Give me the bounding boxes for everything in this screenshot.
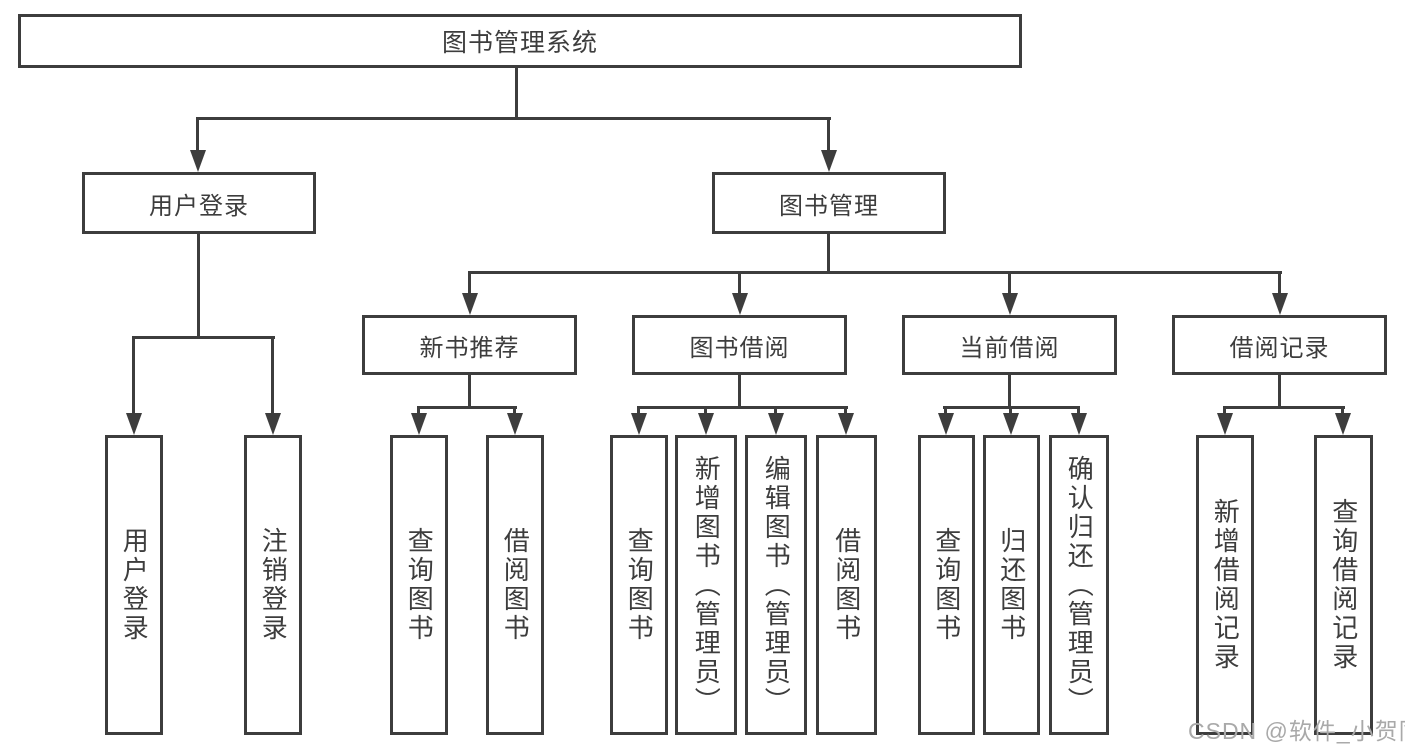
- arrow-down-icon: [1003, 413, 1019, 435]
- connector-stub-book-borrow: [738, 271, 741, 295]
- connector-stub: [844, 406, 847, 415]
- arrow-down-icon: [411, 413, 427, 435]
- node-label: 图书管理: [779, 192, 879, 220]
- leaf-label: 查询借阅记录: [1328, 498, 1359, 672]
- leaf-label: 借阅图书: [500, 527, 531, 643]
- leaf-add-book-admin: 新增图书（管理员）: [675, 435, 737, 735]
- leaf-query-book-newbook: 查询图书: [390, 435, 448, 735]
- connector-borrow-record-bus: [1223, 406, 1345, 409]
- node-label: 图书借阅: [689, 334, 790, 362]
- arrow-down-icon: [838, 413, 854, 435]
- arrow-down-icon: [631, 413, 647, 435]
- connector-stub: [1341, 406, 1344, 415]
- connector-book-borrow-bus: [637, 406, 848, 409]
- connector-stub: [1009, 406, 1012, 415]
- leaf-add-borrow-record: 新增借阅记录: [1196, 435, 1254, 735]
- connector-current-borrow-trunk: [1008, 374, 1011, 408]
- connector-level2-bus: [196, 117, 831, 120]
- connector-stub-borrow-record: [1278, 271, 1281, 295]
- arrow-down-icon: [938, 413, 954, 435]
- connector-book-mgmt-trunk: [827, 233, 830, 274]
- arrow-down-icon: [821, 150, 837, 172]
- connector-stub: [637, 406, 640, 415]
- connector-level3-bus: [468, 271, 1282, 274]
- connector-stub: [513, 406, 516, 415]
- arrow-down-icon: [1217, 413, 1233, 435]
- connector-stub: [1223, 406, 1226, 415]
- leaf-label: 查询图书: [624, 527, 655, 643]
- connector-stub: [417, 406, 420, 415]
- connector-root-trunk: [515, 67, 518, 119]
- connector-stub-ul-login: [132, 336, 135, 415]
- arrow-down-icon: [126, 413, 142, 435]
- leaf-logout: 注销登录: [244, 435, 302, 735]
- csdn-watermark: CSDN @软件_小贺同学: [1188, 718, 1405, 744]
- node-user-login: 用户登录: [82, 172, 316, 234]
- node-new-book-recommend: 新书推荐: [362, 315, 577, 375]
- node-library-management-system: 图书管理系统: [18, 14, 1022, 68]
- leaf-label: 查询图书: [931, 527, 962, 643]
- leaf-user-login: 用户登录: [105, 435, 163, 735]
- leaf-label: 用户登录: [119, 527, 150, 643]
- leaf-confirm-return-admin: 确认归还（管理员）: [1049, 435, 1109, 735]
- node-label: 当前借阅: [959, 334, 1060, 362]
- leaf-query-book-current: 查询图书: [918, 435, 975, 735]
- leaf-borrow-book-newbook: 借阅图书: [486, 435, 544, 735]
- leaf-label: 借阅图书: [831, 527, 862, 643]
- connector-stub-new-book: [468, 271, 471, 295]
- leaf-label: 注销登录: [258, 527, 289, 643]
- connector-user-login-trunk: [197, 233, 200, 338]
- node-current-borrow: 当前借阅: [902, 315, 1117, 375]
- connector-stub: [1077, 406, 1080, 415]
- leaf-query-borrow-record: 查询借阅记录: [1314, 435, 1373, 735]
- arrow-down-icon: [190, 150, 206, 172]
- leaf-label: 查询图书: [404, 527, 435, 643]
- arrow-down-icon: [768, 413, 784, 435]
- leaf-label: 确认归还（管理员）: [1064, 454, 1095, 716]
- connector-stub-ul-logout: [271, 336, 274, 415]
- leaf-label: 归还图书: [996, 527, 1027, 643]
- connector-stub: [774, 406, 777, 415]
- arrow-down-icon: [1272, 293, 1288, 315]
- leaf-return-book: 归还图书: [983, 435, 1040, 735]
- connector-book-borrow-trunk: [738, 374, 741, 408]
- leaf-borrow-book: 借阅图书: [816, 435, 877, 735]
- leaf-label: 编辑图书（管理员）: [761, 454, 792, 716]
- connector-stub: [944, 406, 947, 415]
- leaf-label: 新增借阅记录: [1210, 498, 1241, 672]
- node-borrow-record: 借阅记录: [1172, 315, 1387, 375]
- leaf-label: 新增图书（管理员）: [691, 454, 722, 716]
- connector-user-login-bus: [132, 336, 275, 339]
- connector-new-book-bus: [417, 406, 517, 409]
- connector-stub-user-login: [196, 117, 199, 152]
- connector-stub-current-borrow: [1008, 271, 1011, 295]
- node-book-management: 图书管理: [712, 172, 946, 234]
- arrow-down-icon: [462, 293, 478, 315]
- arrow-down-icon: [732, 293, 748, 315]
- node-label: 图书管理系统: [441, 29, 598, 57]
- connector-stub: [704, 406, 707, 415]
- node-label: 用户登录: [149, 192, 249, 220]
- leaf-edit-book-admin: 编辑图书（管理员）: [745, 435, 807, 735]
- node-book-borrow: 图书借阅: [632, 315, 847, 375]
- arrow-down-icon: [507, 413, 523, 435]
- connector-stub-book-mgmt: [827, 117, 830, 152]
- node-label: 新书推荐: [419, 334, 520, 362]
- arrow-down-icon: [1002, 293, 1018, 315]
- arrow-down-icon: [698, 413, 714, 435]
- arrow-down-icon: [1335, 413, 1351, 435]
- node-label: 借阅记录: [1229, 334, 1330, 362]
- arrow-down-icon: [1071, 413, 1087, 435]
- connector-borrow-record-trunk: [1278, 374, 1281, 408]
- arrow-down-icon: [265, 413, 281, 435]
- connector-new-book-trunk: [468, 374, 471, 408]
- leaf-query-book-borrow: 查询图书: [610, 435, 668, 735]
